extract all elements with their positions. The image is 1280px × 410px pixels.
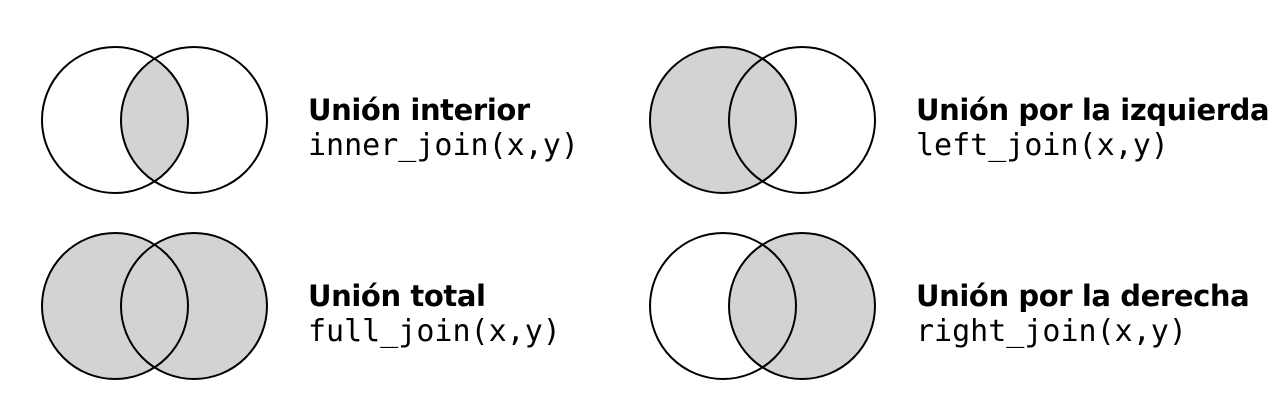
venn-inner-join bbox=[41, 46, 268, 194]
panel-code: right_join(x,y) bbox=[916, 314, 1187, 349]
circle-y-outline bbox=[120, 46, 268, 194]
panel-right-join: Unión por la derecha right_join(x,y) bbox=[648, 226, 1250, 386]
circle-y-outline bbox=[120, 232, 268, 380]
panel-code: full_join(x,y) bbox=[308, 314, 561, 349]
label-inner-join: Unión interior inner_join(x,y) bbox=[308, 92, 579, 164]
circle-y-fill bbox=[121, 233, 267, 379]
panel-left-join: Unión por la izquierda left_join(x,y) bbox=[648, 40, 1270, 200]
panel-full-join: Unión total full_join(x,y) bbox=[40, 226, 640, 386]
panel-code: inner_join(x,y) bbox=[308, 128, 579, 163]
circle-y-outline bbox=[728, 46, 876, 194]
circle-x-outline bbox=[649, 232, 797, 380]
circle-y-fill bbox=[729, 233, 875, 379]
circle-x-outline bbox=[649, 46, 797, 194]
label-right-join: Unión por la derecha right_join(x,y) bbox=[916, 278, 1250, 350]
panel-title: Unión por la izquierda bbox=[916, 93, 1270, 127]
label-left-join: Unión por la izquierda left_join(x,y) bbox=[916, 92, 1270, 164]
panel-title: Unión total bbox=[308, 279, 486, 313]
panel-title: Unión por la derecha bbox=[916, 279, 1250, 313]
label-full-join: Unión total full_join(x,y) bbox=[308, 278, 561, 350]
panel-title: Unión interior bbox=[308, 93, 530, 127]
circle-x-outline bbox=[41, 46, 189, 194]
circle-x-fill bbox=[650, 47, 796, 193]
venn-left-join bbox=[649, 46, 876, 194]
venn-right-join bbox=[649, 232, 876, 380]
panel-code: left_join(x,y) bbox=[916, 128, 1169, 163]
circle-x-outline bbox=[41, 232, 189, 380]
panel-inner-join: Unión interior inner_join(x,y) bbox=[40, 40, 640, 200]
venn-full-join bbox=[41, 232, 268, 380]
intersection-fill bbox=[121, 47, 188, 193]
circle-y-outline bbox=[728, 232, 876, 380]
